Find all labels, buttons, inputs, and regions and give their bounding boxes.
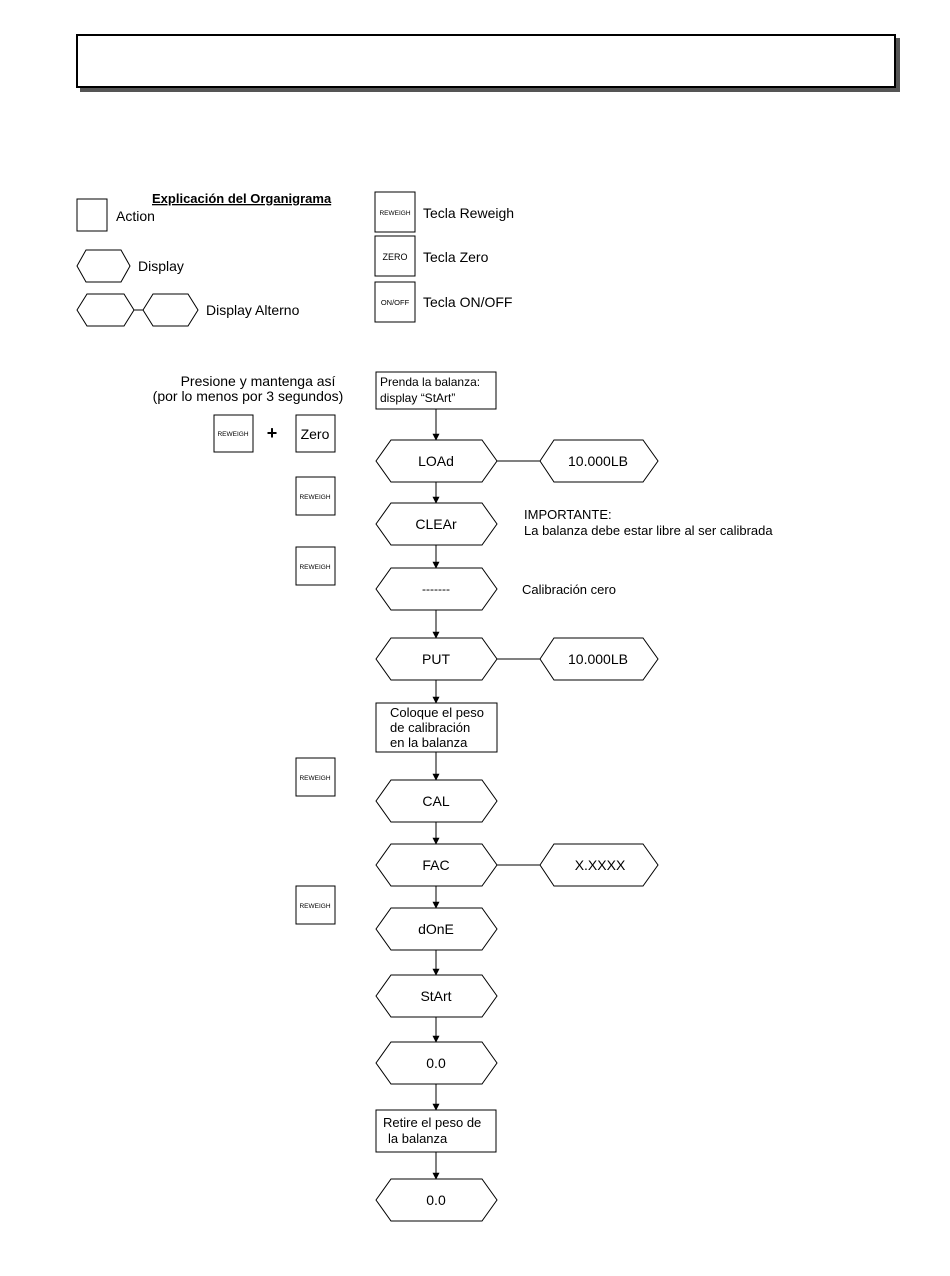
legend-display-alt-label: Display Alterno — [206, 302, 300, 318]
display-clear — [375, 502, 498, 546]
instruction-line-2: (por lo menos por 3 segundos) — [153, 388, 344, 404]
zero-calibration-label: Calibración cero — [522, 582, 616, 597]
legend-action-label: Action — [116, 208, 155, 224]
display-fac-text: FAC — [422, 857, 449, 873]
display-load-alt — [539, 439, 659, 483]
reweigh-key-step-4-cap: REWEIGH — [299, 903, 330, 910]
action-place-line-2: de calibración — [390, 720, 470, 735]
side-keys: REWEIGH REWEIGH REWEIGH REWEIGH — [295, 476, 336, 925]
legend-onoff-key-cap: ON/OFF — [381, 298, 410, 307]
display-dashes-text: ------- — [422, 582, 450, 596]
legend-reweigh-key — [374, 191, 416, 233]
legend-display-alt-hexagon-2 — [142, 293, 199, 327]
reweigh-key-step-3 — [295, 757, 336, 797]
display-clear-text: CLEAr — [415, 516, 457, 532]
legend-zero-key-cap: ZERO — [382, 252, 407, 262]
display-dashes — [375, 567, 498, 611]
display-fac-alt — [539, 843, 659, 887]
important-title: IMPORTANTE: — [524, 507, 612, 522]
legend-reweigh-key-cap: REWEIGH — [379, 210, 410, 217]
reweigh-key-hold-cap: REWEIGH — [217, 431, 248, 438]
display-load-text: LOAd — [418, 453, 454, 469]
zero-key-hold-cap: Zero — [301, 426, 330, 442]
display-cal-text: CAL — [422, 793, 449, 809]
header-banner — [76, 34, 896, 88]
reweigh-key-step-2-cap: REWEIGH — [299, 564, 330, 571]
display-fac-alt-text: X.XXXX — [575, 857, 626, 873]
action-remove-line-2: la balanza — [388, 1131, 448, 1146]
reweigh-key-step-3-cap: REWEIGH — [299, 775, 330, 782]
display-load-alt-text: 10.000LB — [568, 453, 628, 469]
reweigh-key-step-1-cap: REWEIGH — [299, 494, 330, 501]
display-start — [375, 974, 498, 1018]
reweigh-key-step-4 — [295, 885, 336, 925]
legend-zero-key — [374, 235, 416, 277]
legend-display-alt-hexagon-1 — [76, 293, 135, 327]
display-put-text: PUT — [422, 651, 450, 667]
display-done-text: dOnE — [418, 921, 454, 937]
display-zero-1 — [375, 1041, 498, 1085]
legend-action-box — [76, 198, 108, 232]
action-place-line-1: Coloque el peso — [390, 705, 484, 720]
legend-onoff-label: Tecla ON/OFF — [423, 294, 512, 310]
display-zero-2 — [375, 1178, 498, 1222]
action-place-line-3: en la balanza — [390, 735, 468, 750]
legend-onoff-key — [374, 281, 416, 323]
legend-zero-label: Tecla Zero — [423, 249, 489, 265]
display-cal — [375, 779, 498, 823]
display-zero-2-text: 0.0 — [426, 1192, 446, 1208]
reweigh-key-step-2 — [295, 546, 336, 586]
display-start-text: StArt — [420, 988, 451, 1004]
display-put-alt — [539, 637, 659, 681]
legend-display-hexagon — [76, 249, 131, 283]
plus-sign: + — [267, 423, 278, 443]
reweigh-key-hold — [213, 414, 254, 453]
reweigh-key-step-1 — [295, 476, 336, 516]
legend-title: Explicación del Organigrama — [152, 191, 332, 206]
action-start-line-1: Prenda la balanza: — [380, 375, 480, 389]
instruction-line-1: Presione y mantenga así — [181, 373, 336, 389]
action-start-line-2: display “StArt” — [380, 391, 455, 405]
instruction: Presione y mantenga así (por lo menos po… — [153, 373, 344, 453]
display-zero-1-text: 0.0 — [426, 1055, 446, 1071]
zero-key-hold — [295, 414, 336, 453]
legend: Explicación del Organigrama Action Displ… — [76, 191, 514, 327]
action-remove-line-1: Retire el peso de — [383, 1115, 481, 1130]
display-put-alt-text: 10.000LB — [568, 651, 628, 667]
display-done — [375, 907, 498, 951]
main-flow: Prenda la balanza: display “StArt” LOAd … — [375, 371, 773, 1222]
legend-reweigh-label: Tecla Reweigh — [423, 205, 514, 221]
important-text: La balanza debe estar libre al ser calib… — [524, 523, 773, 538]
legend-display-label: Display — [138, 258, 184, 274]
